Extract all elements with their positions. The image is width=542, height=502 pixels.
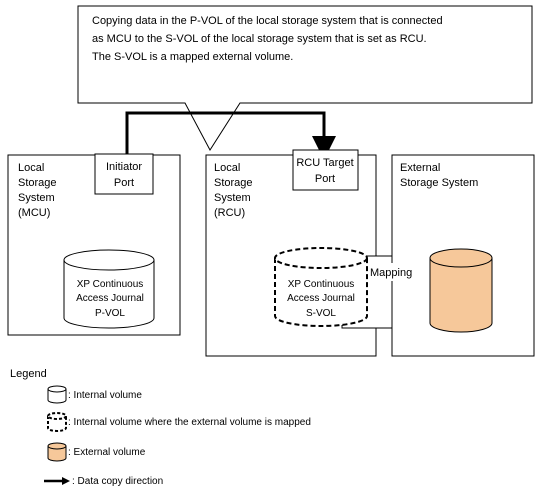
legend-mapped-volume-icon (47, 412, 67, 432)
mcu-label-line-4: (MCU) (18, 207, 50, 219)
rcu-label-line-2: Storage (214, 177, 253, 189)
legend-internal-volume-icon (47, 385, 67, 404)
legend-title: Legend (10, 368, 47, 380)
initiator-port-box (94, 153, 154, 195)
p-vol-line-1: XP Continuous (77, 279, 144, 290)
p-vol-cylinder (63, 249, 155, 329)
external-label-line-1: External (400, 162, 440, 174)
rcu-target-port-box (292, 149, 359, 191)
legend-item-3: : External volume (68, 447, 146, 458)
callout-line-3: The S-VOL is a mapped external volume. (92, 51, 293, 63)
initiator-port-line-1: Initiator (106, 161, 142, 173)
rcu-label-line-3: System (214, 192, 251, 204)
legend-item-1: : Internal volume (68, 390, 142, 401)
s-vol-cylinder (274, 247, 368, 327)
callout-box: Copying data in the P-VOL of the local s… (77, 5, 533, 151)
mcu-label-line-1: Local (18, 162, 44, 174)
legend-arrow-icon (44, 477, 70, 485)
p-vol-line-3: P-VOL (95, 308, 125, 319)
callout-line-2: as MCU to the S-VOL of the local storage… (92, 33, 427, 45)
external-volume-cylinder (429, 248, 493, 333)
callout-line-1: Copying data in the P-VOL of the local s… (92, 15, 443, 27)
legend-item-4: : Data copy direction (72, 476, 163, 487)
mcu-label-line-3: System (18, 192, 55, 204)
legend: Legend : Internal volume : Internal volu… (10, 368, 311, 487)
mapping-label-bg (368, 263, 424, 281)
s-vol-line-2: Access Journal (287, 293, 355, 304)
s-vol-line-3: S-VOL (306, 308, 336, 319)
legend-external-volume-icon (47, 442, 67, 462)
rcu-storage-system: Local Storage System (RCU) RCU Target Po… (205, 149, 431, 357)
rcu-label-line-1: Local (214, 162, 240, 174)
external-storage-system: External Storage System (391, 154, 535, 357)
external-label-line-2: Storage System (400, 177, 478, 189)
legend-item-2: : Internal volume where the external vol… (68, 417, 311, 428)
rcu-target-port-line-2: Port (315, 173, 335, 185)
s-vol-line-1: XP Continuous (288, 279, 355, 290)
mapping-label: Mapping (370, 267, 412, 279)
p-vol-line-2: Access Journal (76, 293, 144, 304)
mcu-storage-system: Local Storage System (MCU) Initiator Por… (7, 153, 181, 336)
initiator-port-line-2: Port (114, 177, 134, 189)
mcu-label-line-2: Storage (18, 177, 57, 189)
rcu-label-line-4: (RCU) (214, 207, 245, 219)
rcu-target-port-line-1: RCU Target (296, 157, 353, 169)
data-copy-arrow (125, 111, 336, 160)
